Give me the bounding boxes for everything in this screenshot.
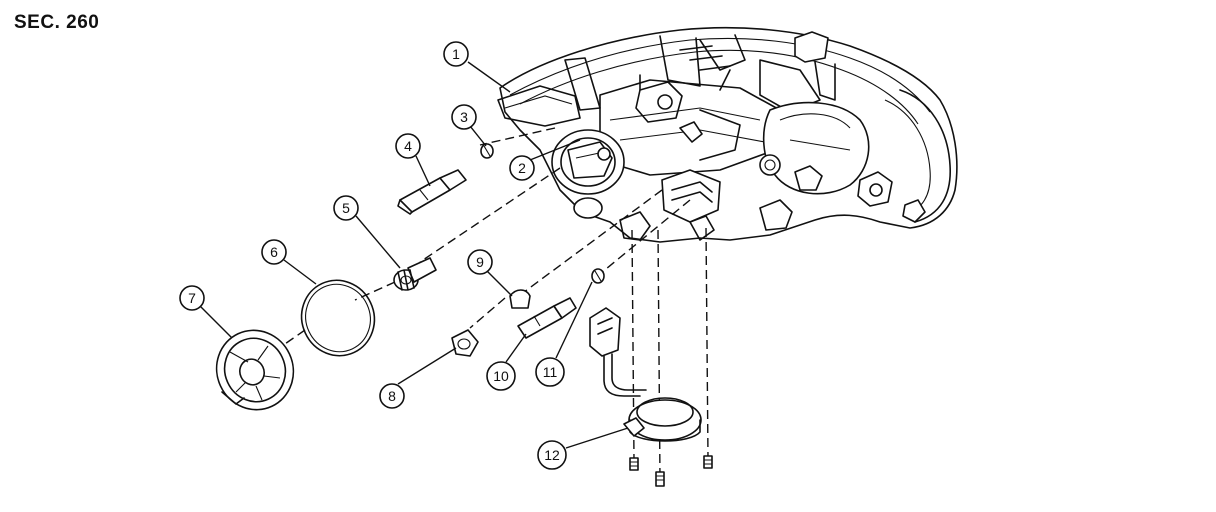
callout-number: 5 bbox=[342, 200, 350, 216]
headlamp-bulb bbox=[393, 257, 437, 291]
bulb-lower bbox=[451, 329, 479, 357]
section-label: SEC. 260 bbox=[14, 12, 100, 33]
callout-9: 9 bbox=[467, 249, 493, 275]
callout-number: 11 bbox=[543, 364, 558, 380]
callout-4: 4 bbox=[395, 133, 421, 159]
callout-number: 10 bbox=[493, 368, 509, 384]
screws bbox=[629, 455, 713, 487]
callout-number: 8 bbox=[388, 388, 396, 404]
harness-connector bbox=[589, 307, 702, 442]
callout-8: 8 bbox=[379, 383, 405, 409]
assembly-lines bbox=[281, 127, 709, 481]
callout-number: 1 bbox=[452, 46, 460, 62]
callout-1: 1 bbox=[443, 41, 469, 67]
callout-2: 2 bbox=[509, 155, 535, 181]
cap bbox=[509, 289, 531, 309]
callout-7: 7 bbox=[179, 285, 205, 311]
headlamp-housing bbox=[497, 26, 958, 243]
callout-number: 7 bbox=[188, 290, 196, 306]
callout-number: 12 bbox=[544, 447, 560, 463]
leader-lines bbox=[199, 61, 629, 449]
callout-3: 3 bbox=[451, 104, 477, 130]
small-bulb-lower bbox=[591, 268, 605, 284]
back-cover bbox=[215, 329, 295, 411]
callout-number: 2 bbox=[518, 160, 526, 176]
callouts: 1 2 3 4 5 6 7 8 bbox=[179, 41, 567, 470]
small-bulb-upper bbox=[480, 143, 494, 159]
callout-6: 6 bbox=[261, 239, 287, 265]
bulb-socket-upper bbox=[397, 169, 467, 215]
callout-11: 11 bbox=[535, 357, 565, 387]
callout-5: 5 bbox=[333, 195, 359, 221]
bulb-socket-lower bbox=[517, 297, 577, 339]
callout-number: 3 bbox=[460, 109, 468, 125]
callout-number: 6 bbox=[270, 244, 278, 260]
callout-number: 9 bbox=[476, 254, 484, 270]
callout-12: 12 bbox=[537, 440, 567, 470]
o-ring bbox=[300, 279, 376, 357]
callout-number: 4 bbox=[404, 138, 412, 154]
callout-10: 10 bbox=[486, 361, 516, 391]
